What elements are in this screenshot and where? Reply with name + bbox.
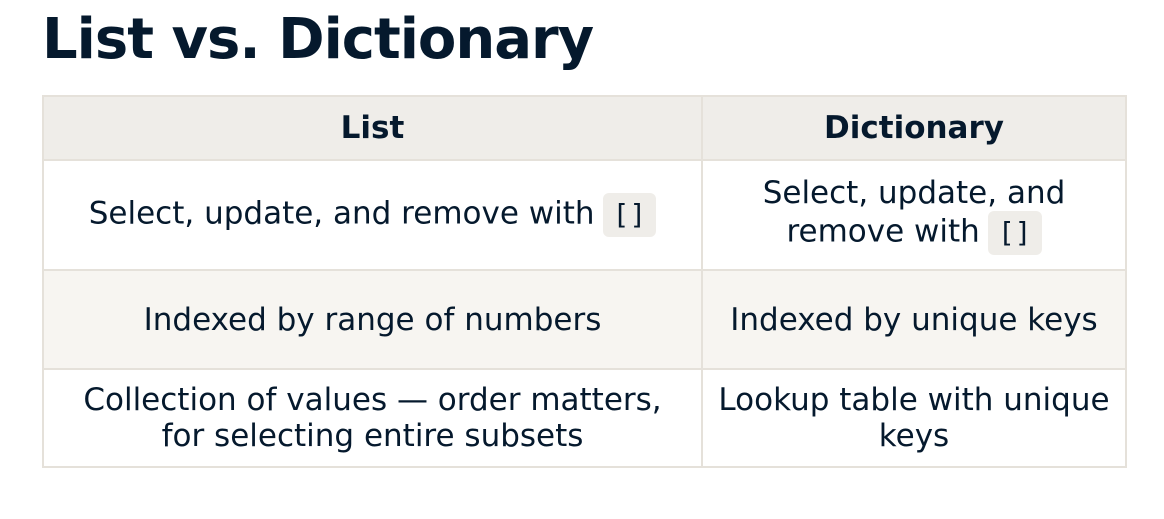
table-cell-dictionary: Indexed by unique keys bbox=[701, 269, 1127, 370]
column-header-dictionary: Dictionary bbox=[701, 95, 1127, 161]
table-cell-list: Indexed by range of numbers bbox=[42, 269, 703, 370]
table-row: Indexed by range of numbers Indexed by u… bbox=[42, 269, 1127, 370]
inline-code: [] bbox=[987, 211, 1042, 255]
inline-code: [] bbox=[602, 193, 657, 237]
cell-text: Select, update, and remove with bbox=[762, 175, 1066, 250]
column-header-list: List bbox=[42, 95, 703, 161]
table-header-row: List Dictionary bbox=[42, 95, 1127, 161]
table-cell-dictionary: Select, update, and remove with[] bbox=[701, 159, 1127, 271]
page-title: List vs. Dictionary bbox=[42, 7, 594, 72]
table-row: Select, update, and remove with[] Select… bbox=[42, 159, 1127, 271]
comparison-table: List Dictionary Select, update, and remo… bbox=[42, 95, 1127, 468]
table-cell-dictionary: Lookup table with unique keys bbox=[701, 368, 1127, 468]
table-cell-list: Select, update, and remove with[] bbox=[42, 159, 703, 271]
table-row: Collection of values — order matters, fo… bbox=[42, 368, 1127, 468]
table-cell-list: Collection of values — order matters, fo… bbox=[42, 368, 703, 468]
cell-text: Select, update, and remove with bbox=[88, 195, 595, 232]
